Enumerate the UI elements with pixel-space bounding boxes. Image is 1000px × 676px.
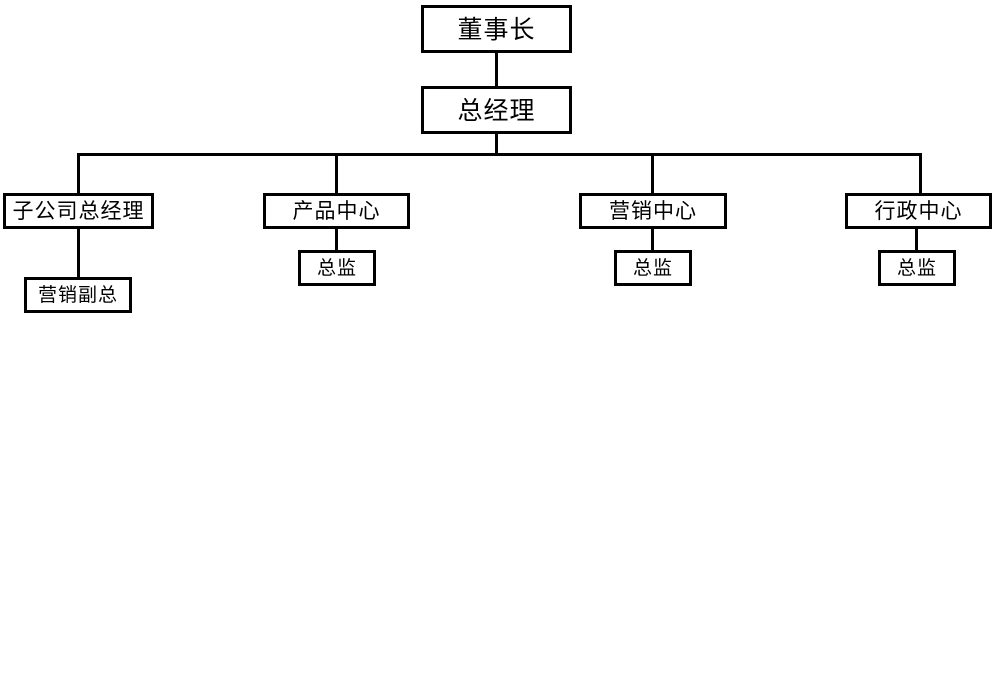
node-chairman[interactable]: 董事长 xyxy=(421,5,572,53)
node-marketing-center-label: 营销中心 xyxy=(609,198,697,223)
node-marketing-director[interactable]: 总监 xyxy=(614,250,692,286)
connector-bus-horizontal xyxy=(77,153,922,156)
connector-gm-to-bus xyxy=(495,131,498,156)
node-product-center-label: 产品中心 xyxy=(292,198,381,223)
node-admin-center-label: 行政中心 xyxy=(874,198,963,223)
connector-admin-center-to-director xyxy=(915,227,918,252)
connector-bus-to-admin-center xyxy=(919,153,922,195)
node-admin-director[interactable]: 总监 xyxy=(878,250,956,286)
node-admin-center[interactable]: 行政中心 xyxy=(845,193,992,229)
node-product-center[interactable]: 产品中心 xyxy=(263,193,410,229)
node-marketing-vp[interactable]: 营销副总 xyxy=(24,277,132,313)
node-marketing-director-label: 总监 xyxy=(632,256,673,279)
node-general-manager-label: 总经理 xyxy=(457,95,536,125)
connector-bus-to-subsidiary-gm xyxy=(77,153,80,195)
node-general-manager[interactable]: 总经理 xyxy=(421,86,572,134)
node-admin-director-label: 总监 xyxy=(896,256,937,279)
connector-product-center-to-director xyxy=(335,227,338,252)
node-marketing-vp-label: 营销副总 xyxy=(37,283,118,306)
node-product-director-label: 总监 xyxy=(316,256,357,279)
node-subsidiary-gm-label: 子公司总经理 xyxy=(12,198,145,223)
connector-bus-to-marketing-center xyxy=(651,153,654,195)
connector-bus-to-product-center xyxy=(335,153,338,195)
node-subsidiary-gm[interactable]: 子公司总经理 xyxy=(3,193,154,229)
node-chairman-label: 董事长 xyxy=(457,14,536,44)
connector-subsidiary-gm-to-marketing-vp xyxy=(77,227,80,279)
node-marketing-center[interactable]: 营销中心 xyxy=(579,193,727,229)
connector-marketing-center-to-director xyxy=(651,227,654,252)
node-product-director[interactable]: 总监 xyxy=(298,250,376,286)
connector-chairman-to-gm xyxy=(495,50,498,88)
